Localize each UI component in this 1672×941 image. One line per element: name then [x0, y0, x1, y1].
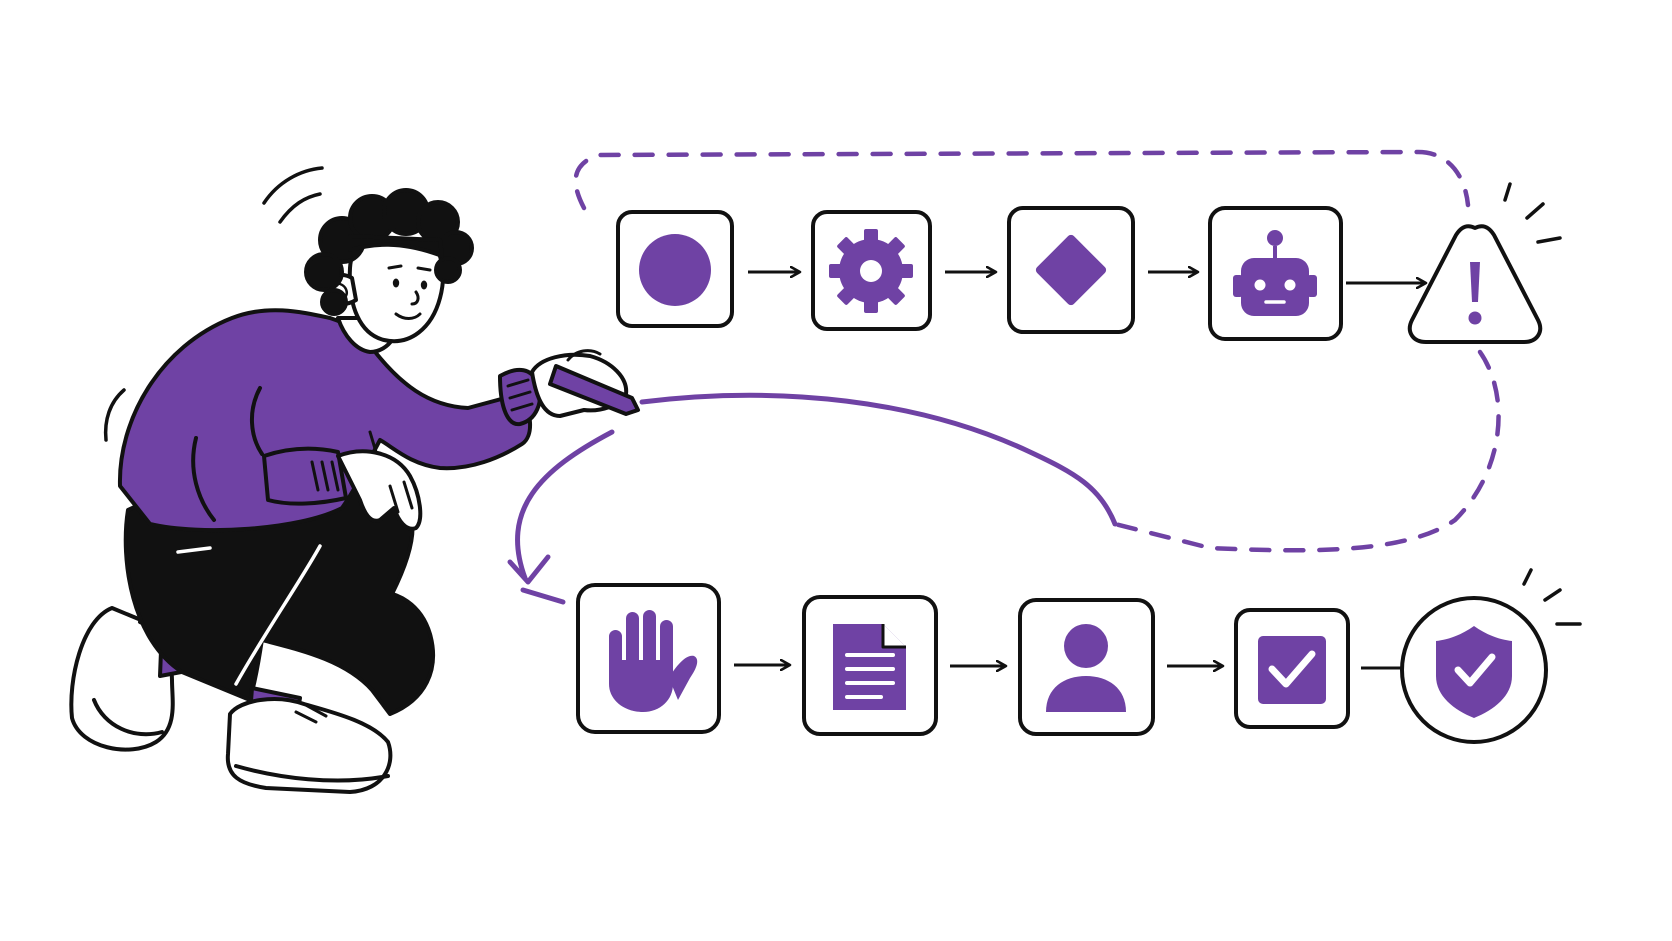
node-diamond	[1007, 206, 1135, 334]
hand-stop-icon	[609, 610, 698, 712]
node-gear	[811, 210, 932, 331]
document-icon	[833, 624, 906, 710]
node-shield	[1400, 568, 1582, 744]
shield-check-icon	[1436, 626, 1512, 718]
dashed-loop-arrow	[573, 149, 1501, 553]
circle-icon	[639, 234, 711, 306]
checkbox-icon	[1258, 636, 1326, 704]
diamond-icon	[1035, 234, 1107, 306]
top-row	[616, 182, 1562, 344]
node-robot	[1208, 206, 1343, 341]
gear-icon	[829, 229, 913, 313]
spark-lines	[1522, 568, 1582, 626]
node-checkbox	[1234, 608, 1350, 729]
node-circle	[616, 210, 734, 328]
motion-lines	[103, 166, 324, 442]
node-document	[802, 595, 938, 736]
curved-redirect-arrow	[507, 392, 1118, 605]
node-person	[1018, 598, 1155, 736]
alert-spark-lines	[1503, 182, 1562, 244]
bottom-row	[576, 568, 1582, 744]
crouching-person-with-marker-icon	[69, 166, 640, 794]
robot-icon	[1233, 230, 1317, 316]
person-icon	[1046, 624, 1126, 712]
node-warning	[1407, 182, 1562, 344]
node-hand	[576, 583, 721, 734]
